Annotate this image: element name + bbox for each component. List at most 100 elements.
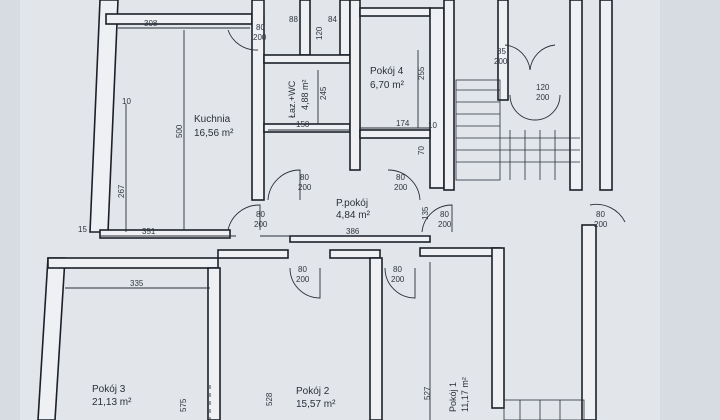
- door-height-label: 200: [594, 220, 608, 229]
- door-height-label: 200: [296, 275, 310, 284]
- wall-room2-right: [369, 257, 383, 420]
- wall-room1-top: [419, 247, 501, 257]
- door-arc: [509, 94, 536, 121]
- wall-bath-top: [263, 54, 351, 64]
- wall-room2-top-b: [329, 249, 381, 259]
- dimension-lines: [65, 27, 430, 289]
- dim-label: 245: [319, 86, 328, 100]
- door-arc: [534, 94, 561, 121]
- wall-room4-right: [429, 7, 445, 189]
- room-pokoj3-area: 21,13 m²: [92, 397, 132, 408]
- room-pokoj1-area: 11,17 m²: [460, 377, 470, 412]
- room-lazienka-area: 4,88 m²: [300, 79, 310, 110]
- dim-label: 308: [144, 19, 158, 28]
- wall-room4-bottom: [359, 129, 431, 139]
- dim-label: 88: [289, 15, 298, 24]
- dim-label: 386: [346, 227, 360, 236]
- door-height-label: 200: [298, 183, 312, 192]
- room-kuchnia-name: Kuchnia: [194, 114, 231, 125]
- dim-label: 528: [265, 392, 274, 406]
- door-arc: [384, 267, 416, 299]
- dim-label: 120: [315, 26, 324, 40]
- door-arc: [504, 44, 531, 71]
- wall-room4-left: [349, 0, 361, 171]
- walls: [37, 0, 613, 420]
- wall-room3-right: [207, 267, 221, 420]
- dim-label: 80: [256, 23, 265, 32]
- stair-lower: [503, 399, 585, 420]
- door-arc: [529, 44, 556, 71]
- door-arc: [289, 267, 321, 299]
- room-pokoj4-name: Pokój 4: [370, 66, 404, 77]
- dim-label: 255: [417, 66, 426, 80]
- room-przedpokoj-area: 4,84 m²: [336, 210, 371, 221]
- door-width-label: 80: [300, 173, 309, 182]
- wall-right-upper: [599, 0, 613, 191]
- dim-label: 84: [328, 15, 337, 24]
- door-arc: [227, 29, 259, 51]
- door-height-label: 200: [438, 220, 452, 229]
- dim-label: 527: [423, 386, 432, 400]
- wall-room1-right: [491, 247, 505, 409]
- dim-label: 85: [497, 47, 506, 56]
- room-pokoj4-area: 6,70 m²: [370, 80, 405, 91]
- room-lazienka-name: Łaz.+WC: [287, 80, 297, 118]
- room-pokoj1-name: Pokój 1: [448, 382, 458, 412]
- dim-label: 120: [536, 83, 550, 92]
- door-height-label: 200: [394, 183, 408, 192]
- wall-room4-top: [359, 7, 431, 17]
- room-pokoj2-area: 15,57 m²: [296, 399, 336, 410]
- wall-bath-top-a: [299, 0, 311, 56]
- door-arc: [387, 169, 421, 201]
- dim-label: 150: [296, 120, 310, 129]
- wall-hall-mid: [289, 235, 431, 243]
- paper-sheet: [20, 0, 660, 420]
- door-dimension-labels: 80 200 80 200 80 200 80 200 80 200 80 20…: [254, 173, 608, 284]
- wall-room2-top: [217, 249, 289, 259]
- door-width-label: 80: [596, 210, 605, 219]
- wall-stair-right: [569, 0, 583, 191]
- wall-bath-top-b: [339, 0, 351, 56]
- doors: [227, 29, 626, 299]
- room-kuchnia-area: 16,56 m²: [194, 128, 234, 139]
- wall-right-lower: [581, 224, 597, 420]
- dim-label: 70: [417, 146, 426, 155]
- door-arc: [421, 204, 453, 233]
- door-width-label: 80: [256, 210, 265, 219]
- door-height-label: 200: [254, 220, 268, 229]
- wall-room3-top: [47, 257, 219, 269]
- dim-label: 500: [175, 124, 184, 138]
- door-height-label: 200: [391, 275, 405, 284]
- dim-label: 10: [428, 121, 437, 130]
- door-width-label: 80: [396, 173, 405, 182]
- dim-label: 10: [122, 97, 131, 106]
- wall-stair-left: [443, 0, 455, 191]
- door-width-label: 80: [298, 265, 307, 274]
- dim-label: 200: [494, 57, 508, 66]
- wall-kitchen-bottom: [99, 229, 231, 239]
- room-przedpokoj-name: P.pokój: [336, 198, 368, 209]
- room-labels: Kuchnia 16,56 m² Pokój 4 6,70 m² Łaz.+WC…: [92, 66, 470, 412]
- room-pokoj2-name: Pokój 2: [296, 386, 330, 397]
- dim-label: 200: [253, 33, 267, 42]
- wall-top-kitchen: [105, 13, 253, 25]
- dim-label: 15: [78, 225, 87, 234]
- dim-label: 575: [179, 398, 188, 412]
- door-width-label: 80: [393, 265, 402, 274]
- dim-label: 174: [396, 119, 410, 128]
- wall-stair-mid: [497, 0, 509, 101]
- dim-label: 351: [142, 227, 156, 236]
- staircase: [455, 79, 585, 420]
- door-arc: [227, 204, 261, 231]
- door-width-label: 80: [440, 210, 449, 219]
- door-arc: [267, 169, 301, 201]
- dim-label: 200: [536, 93, 550, 102]
- door-arc: [589, 203, 626, 223]
- dimension-labels: 308 88 84 80 200 120 245 150 174 10 70 2…: [78, 15, 550, 412]
- dim-label: 135: [421, 206, 430, 220]
- room-pokoj3-name: Pokój 3: [92, 384, 126, 395]
- stair-outline: [455, 79, 501, 181]
- dim-label: 267: [117, 184, 126, 198]
- dim-label: 335: [130, 279, 144, 288]
